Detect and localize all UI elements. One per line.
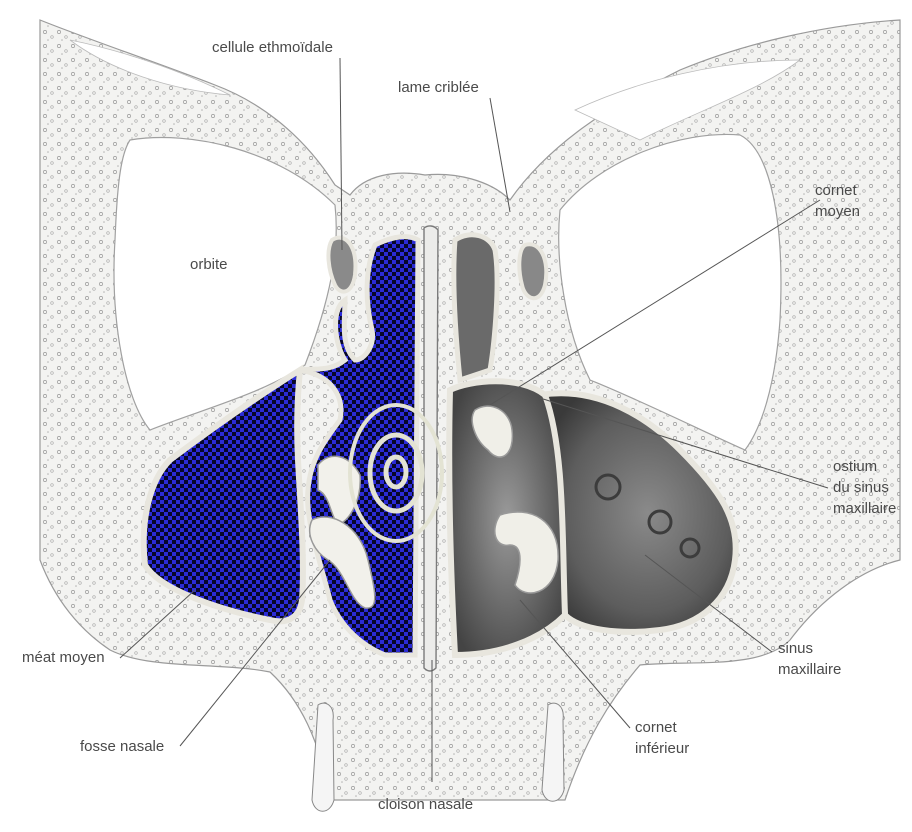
nasal-septum	[424, 226, 438, 671]
label-fosse-nasale: fosse nasale	[80, 737, 164, 756]
label-cornet-moyen-line1: cornet	[815, 181, 857, 200]
label-sinus-line2: maxillaire	[778, 660, 841, 679]
label-cloison-nasale: cloison nasale	[378, 795, 473, 814]
label-sinus-line1: sinus	[778, 639, 813, 658]
label-cornet-moyen-line2: moyen	[815, 202, 860, 221]
label-meat-moyen: méat moyen	[22, 648, 105, 667]
label-orbite: orbite	[190, 255, 228, 274]
label-ostium-line3: maxillaire	[833, 499, 896, 518]
right-ethmoid-cell	[519, 244, 546, 298]
label-cornet-inferieur-line2: inférieur	[635, 739, 689, 758]
label-cornet-inferieur-line1: cornet	[635, 718, 677, 737]
right-upper-meatus	[454, 235, 497, 380]
label-cellule-ethmoidale: cellule ethmoïdale	[212, 38, 333, 57]
label-lame-criblee: lame criblée	[398, 78, 479, 97]
label-ostium-line1: ostium	[833, 457, 877, 476]
label-ostium-line2: du sinus	[833, 478, 889, 497]
